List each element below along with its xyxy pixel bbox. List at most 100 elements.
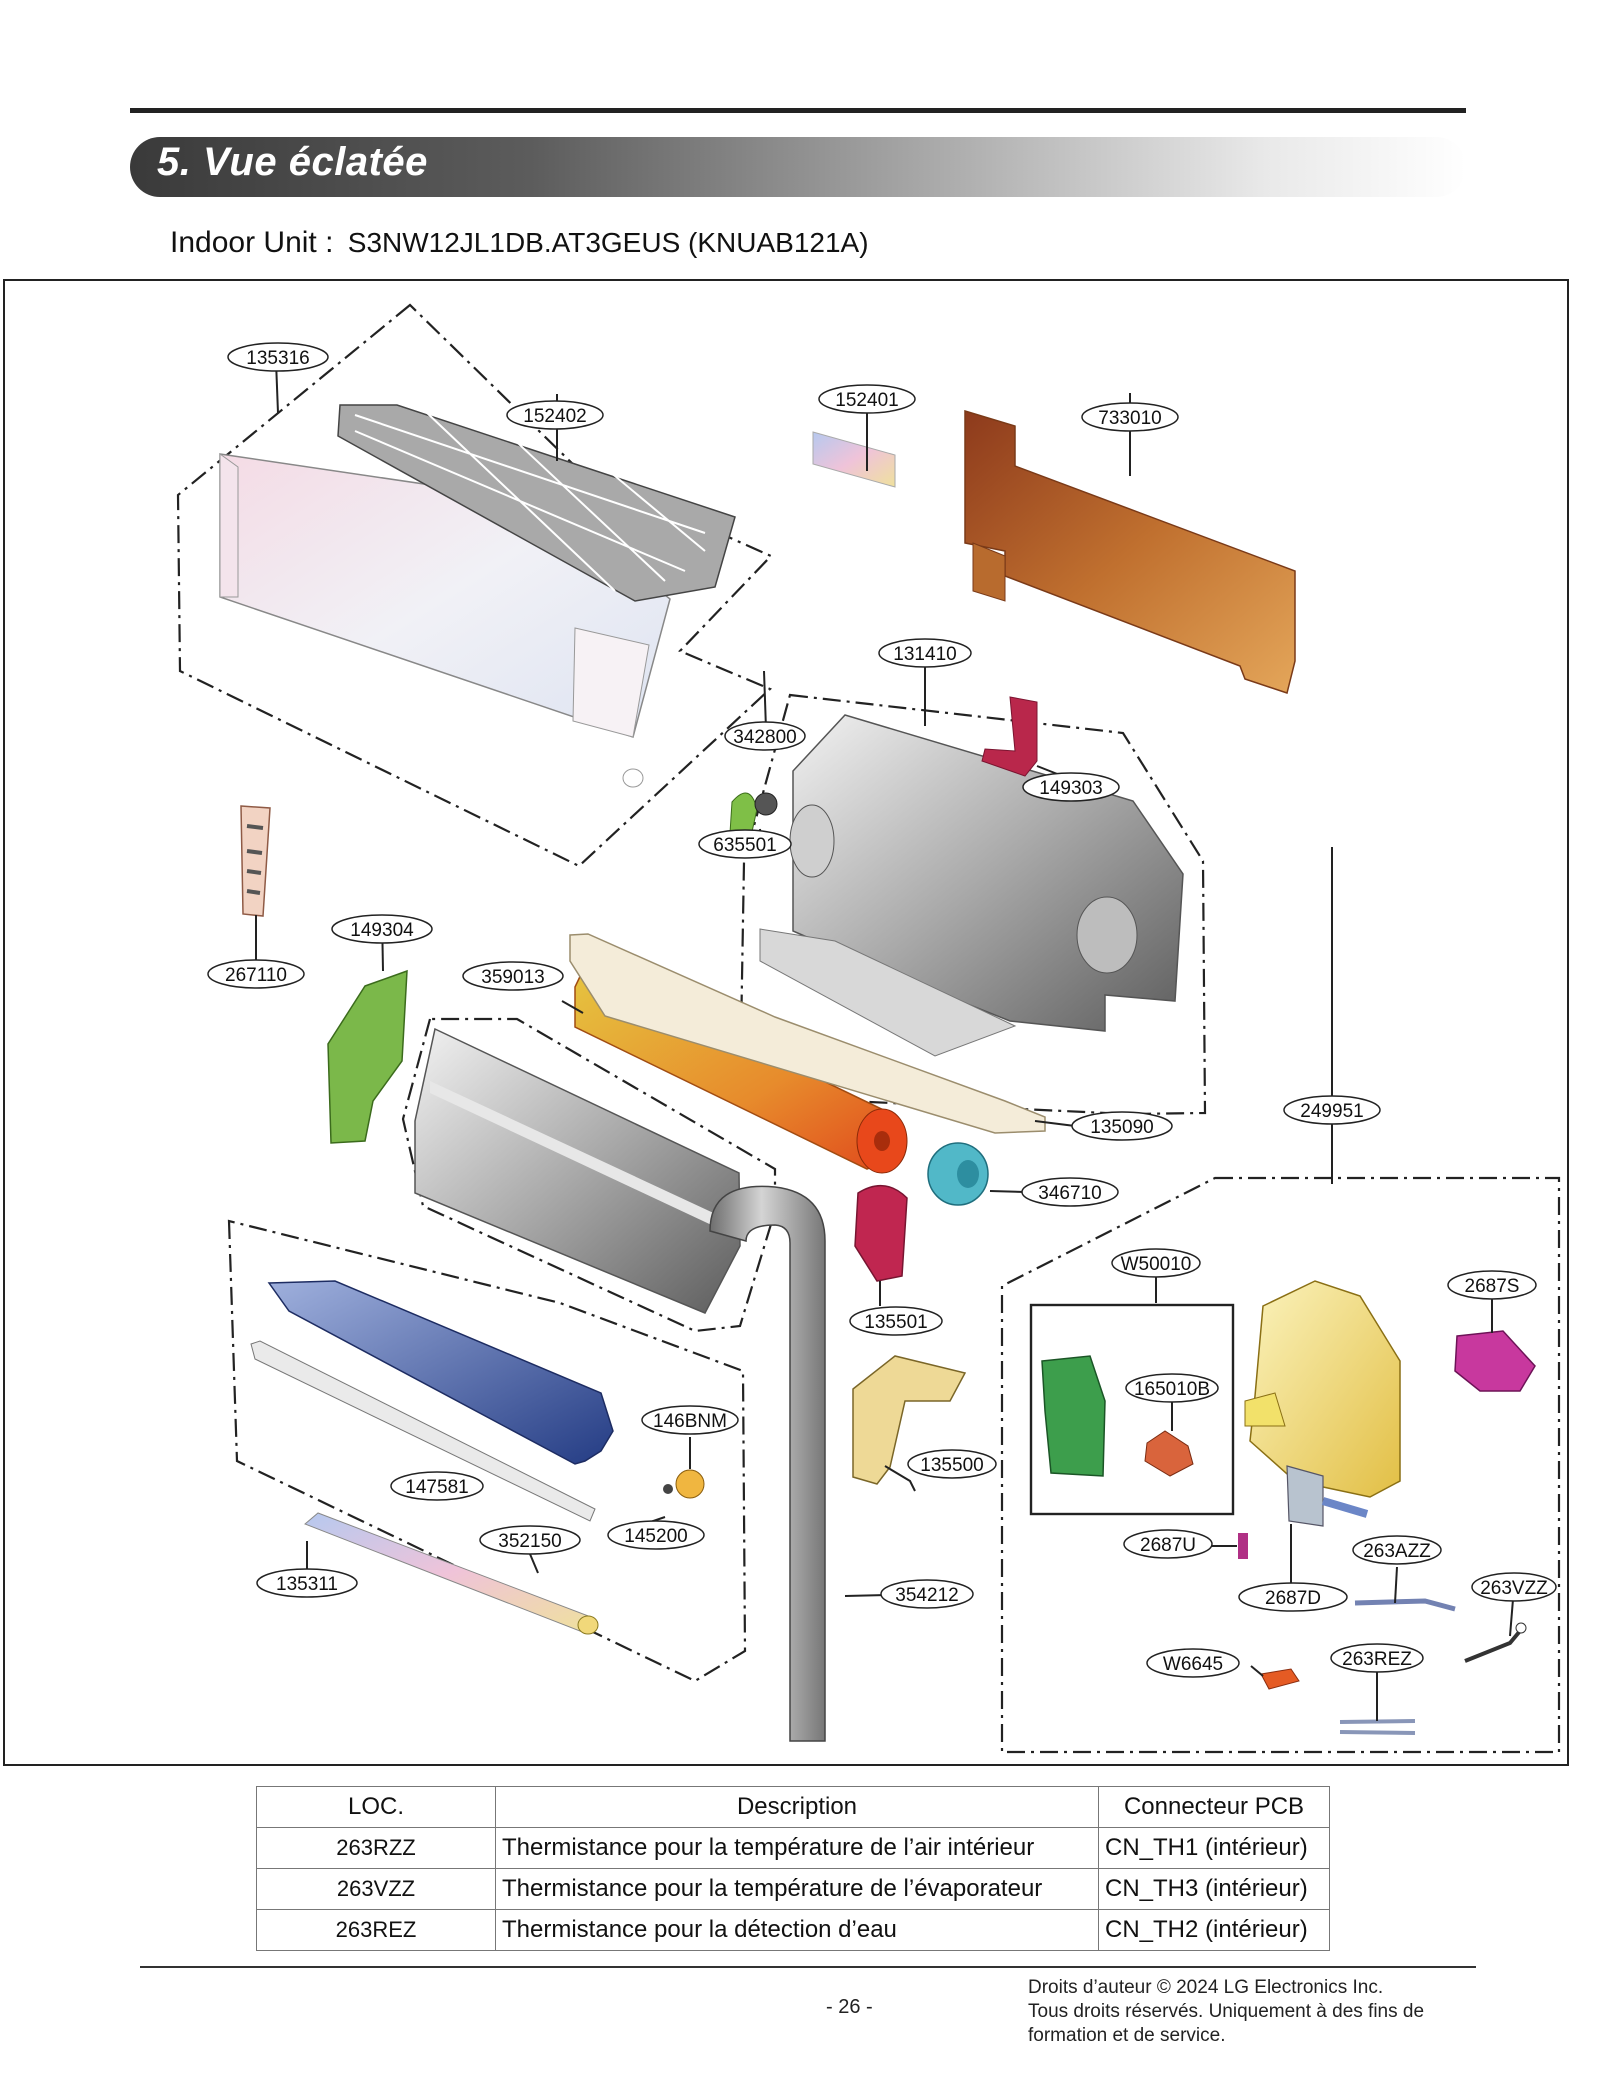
callout-135311: 135311 (256, 1568, 358, 1598)
svg-text:2687S: 2687S (1465, 1276, 1520, 1297)
motor-cover-part (854, 1184, 908, 1282)
callout-635501: 635501 (698, 829, 792, 859)
unit-model-line: Indoor Unit : S3NW12JL1DB.AT3GEUS (KNUAB… (170, 226, 869, 260)
svg-text:263REZ: 263REZ (1342, 1649, 1412, 1670)
callout-147581: 147581 (390, 1471, 484, 1501)
control-box-part (1244, 1280, 1401, 1498)
svg-text:135501: 135501 (864, 1312, 927, 1333)
callout-352150: 352150 (479, 1525, 581, 1555)
callout-135501: 135501 (849, 1306, 943, 1336)
drain-pan-group-outline (227, 1219, 747, 1683)
evaporator-group-outline (401, 1017, 777, 1333)
side-cover-part (327, 969, 408, 1144)
sensor-board-part (1286, 1465, 1369, 1527)
copyright-notice: Droits d’auteur © 2024 LG Electronics In… (1028, 1976, 1498, 2048)
control-box-cover-part (852, 1355, 967, 1485)
svg-text:263VZZ: 263VZZ (1480, 1578, 1548, 1599)
svg-text:146BNM: 146BNM (653, 1411, 727, 1432)
callout-2687d: 2687D (1238, 1582, 1348, 1612)
svg-text:263AZZ: 263AZZ (1363, 1541, 1431, 1562)
legend-header-description: Description (495, 1786, 1099, 1828)
svg-text:131410: 131410 (893, 644, 956, 665)
callout-346710: 346710 (1021, 1177, 1119, 1207)
legend-header-connector: Connecteur PCB (1098, 1786, 1330, 1828)
svg-text:149303: 149303 (1039, 778, 1102, 799)
pcb-subgroup-outline (1029, 1303, 1235, 1516)
svg-text:135311: 135311 (276, 1574, 338, 1595)
svg-text:152401: 152401 (835, 390, 898, 411)
callout-149304: 149304 (331, 914, 433, 944)
display-pcb-part (1144, 1430, 1194, 1477)
table-row: 263REZ Thermistance pour la détection d’… (256, 1909, 1330, 1951)
svg-text:W6645: W6645 (1163, 1654, 1223, 1675)
section-header-bar (130, 137, 1466, 197)
guide-strip-part (250, 1340, 596, 1522)
legend-loc: 263RZZ (256, 1827, 496, 1869)
callout-342800: 342800 (724, 721, 806, 751)
fan-motor-part (927, 1142, 989, 1206)
top-rule (130, 108, 1466, 113)
callout-263rez: 263REZ (1330, 1643, 1424, 1673)
callout-267110: 267110 (207, 959, 305, 989)
svg-text:346710: 346710 (1038, 1183, 1101, 1204)
unit-label: Indoor Unit : (170, 226, 334, 259)
filter-grille-part (337, 404, 736, 602)
legend-loc: 263REZ (256, 1909, 496, 1951)
stepper-motor-part (663, 1469, 705, 1499)
thermistor-263rez-part (1339, 1719, 1416, 1735)
svg-text:352150: 352150 (498, 1531, 561, 1552)
callout-146bnm: 146BNM (641, 1405, 739, 1435)
legend-header-row: LOC. Description Connecteur PCB (256, 1786, 1330, 1828)
legend-description: Thermistance pour la détection d’eau (495, 1909, 1099, 1951)
callout-149303: 149303 (1022, 772, 1120, 802)
terminal-block-part (1454, 1330, 1536, 1392)
callout-249951: 249951 (1283, 1095, 1381, 1125)
mounting-plate-part (964, 409, 1296, 694)
svg-text:635501: 635501 (713, 835, 776, 856)
legend-description: Thermistance pour la température de l’ai… (495, 1827, 1099, 1869)
svg-text:147581: 147581 (405, 1477, 468, 1498)
svg-text:2687D: 2687D (1265, 1588, 1321, 1609)
legend-connector: CN_TH3 (intérieur) (1098, 1868, 1330, 1910)
copyright-line: Tous droits réservés. Uniquement à des f… (1028, 2001, 1425, 2022)
drain-pan-part (267, 1280, 614, 1465)
electrical-group-outline (1000, 1176, 1561, 1754)
thermistor-263vzz-part (1464, 1622, 1527, 1663)
small-bracket-part (981, 696, 1038, 777)
svg-text:135090: 135090 (1090, 1117, 1153, 1138)
callout-145200: 145200 (607, 1520, 705, 1550)
callout-733010: 733010 (1081, 402, 1179, 432)
svg-text:145200: 145200 (624, 1526, 687, 1547)
callout-135090: 135090 (1071, 1111, 1173, 1141)
page-number: - 26 - (826, 1996, 873, 2018)
evaporator-part (414, 1027, 741, 1314)
callout-labels: 135316 152402 152401 733010 131410 34280… (207, 342, 1557, 1678)
svg-text:135316: 135316 (246, 348, 309, 369)
legend-header-loc: LOC. (256, 1786, 496, 1828)
table-row: 263RZZ Thermistance pour la température … (256, 1827, 1330, 1869)
svg-text:359013: 359013 (481, 967, 544, 988)
svg-text:135500: 135500 (920, 1455, 983, 1476)
exploded-view-frame: 135316 152402 152401 733010 131410 34280… (3, 279, 1569, 1766)
callout-263vzz: 263VZZ (1471, 1572, 1557, 1602)
motor-holder-part (729, 792, 778, 842)
thermistor-263azz-part (1354, 1598, 1456, 1612)
svg-text:267110: 267110 (225, 965, 287, 986)
drain-hose-part (709, 1185, 826, 1742)
legend-connector: CN_TH1 (intérieur) (1098, 1827, 1330, 1869)
callout-354212: 354212 (880, 1579, 974, 1609)
callout-152401: 152401 (818, 384, 916, 414)
callout-135316: 135316 (227, 342, 329, 372)
copyright-line: formation et de service. (1028, 2025, 1226, 2046)
svg-text:2687U: 2687U (1140, 1535, 1196, 1556)
chassis-part (759, 714, 1184, 1057)
callout-135500: 135500 (907, 1449, 997, 1479)
bottom-rule (140, 1966, 1476, 1968)
section-title: 5. Vue éclatée (157, 140, 428, 184)
callout-w50010: W50010 (1111, 1248, 1201, 1278)
copyright-line: Droits d’auteur © 2024 LG Electronics In… (1028, 1977, 1384, 1998)
callout-w6645: W6645 (1146, 1648, 1240, 1678)
chassis-group-outline (738, 693, 1207, 1116)
callout-2687s: 2687S (1447, 1270, 1537, 1300)
legend-connector: CN_TH2 (intérieur) (1098, 1909, 1330, 1951)
